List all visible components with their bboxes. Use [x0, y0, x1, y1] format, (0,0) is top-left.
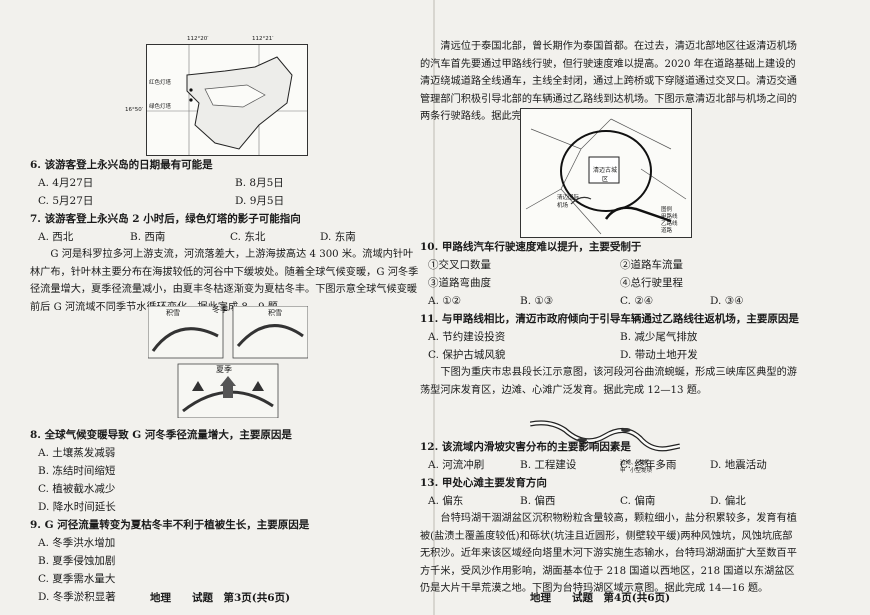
legend-route-jia: 甲路线 [661, 214, 678, 220]
island-map-figure: 112°20′ 112°21′ 16°50′ 红色灯塔 绿色灯塔 [125, 36, 308, 156]
q13-options: A. 偏东 B. 偏西 C. 偏南 D. 偏北 [420, 492, 800, 510]
lon-label-1: 112°20′ [187, 36, 209, 42]
q6-option-a[interactable]: A. 4月27日 [38, 177, 94, 189]
q8-option-a[interactable]: A. 土壤蒸发减弱 [38, 447, 116, 459]
q10-items-row-1: ①交叉口数量 ②道路车流量 [420, 256, 800, 274]
q10-items-row-2: ③道路弯曲度 ④总行驶里程 [420, 274, 800, 292]
left-page-footer: 地理 试题 第3页(共6页) [150, 592, 291, 604]
q11-row-2: C. 保护古城风貌 D. 带动土地开发 [420, 346, 800, 364]
lon-label-2: 112°21′ [252, 36, 274, 42]
q10-q11-block: 10. 甲路线汽车行驶速度难以提升，主要受制于 ①交叉口数量 ②道路车流量 ③道… [420, 238, 800, 399]
route-map-figure: 清迈古城区 清迈国际机场 图例 甲路线 乙路线 道路 [520, 108, 692, 238]
q10-item-4: ④总行驶里程 [620, 277, 683, 289]
passage-14-16: 台特玛湖干涸湖盆区沉积物粉粒含量较高，颗粒细小，盐分积累较多，发育有植被(盐渍土… [420, 513, 797, 594]
page-fold [433, 0, 435, 615]
q6-stem: 6. 该游客登上永兴岛的日期最有可能是 [30, 159, 213, 171]
lat-label: 16°50′ [125, 107, 143, 113]
river-figure: 边滩、心滩 甲 小型堤坝 [530, 418, 680, 476]
winter-label: 冬季 [212, 305, 228, 314]
island-outline [147, 45, 307, 155]
snow-label-right: 积雪 [268, 309, 282, 317]
q11-option-b[interactable]: B. 减少尾气排放 [620, 331, 698, 343]
q9-stem: 9. G 河径流量转变为夏枯冬丰不利于植被生长，主要原因是 [30, 519, 310, 531]
q8-stem: 8. 全球气候变暖导致 G 河冬季径流量增大，主要原因是 [30, 429, 292, 441]
q6-option-d[interactable]: D. 9月5日 [235, 195, 285, 207]
q8-q9-block: 8. 全球气候变暖导致 G 河冬季径流量增大，主要原因是 A. 土壤蒸发减弱 B… [30, 426, 422, 606]
green-lighthouse-label: 绿色灯塔 [149, 104, 172, 110]
water-cycle-diagram [148, 306, 308, 418]
river-legend-jia: 甲 [620, 468, 626, 474]
q10-option-c[interactable]: C. ②④ [620, 295, 654, 307]
q13-option-d[interactable]: D. 偏北 [710, 495, 746, 507]
snow-label-left: 积雪 [166, 309, 180, 317]
q13-option-a[interactable]: A. 偏东 [428, 495, 464, 507]
right-page-footer: 地理 试题 第4页(共6页) [530, 592, 671, 604]
route-map [525, 118, 687, 235]
q12-option-d[interactable]: D. 地震活动 [710, 459, 767, 471]
q12-option-b[interactable]: B. 工程建设 [520, 459, 577, 471]
q6-block: 6. 该游客登上永兴岛的日期最有可能是 A. 4月27日 B. 8月5日 C. … [30, 156, 422, 316]
q12-option-c[interactable]: C. 终年多雨 [620, 459, 677, 471]
q7-option-a[interactable]: A. 西北 [38, 231, 74, 243]
river-legend-bars: 边滩、心滩 [620, 460, 648, 466]
q12-options: A. 河流冲刷 B. 工程建设 C. 终年多雨 D. 地震活动 [420, 456, 800, 474]
q13-stem: 13. 甲处心滩主要发育方向 [420, 477, 547, 489]
water-cycle-figure: 积雪 冬季 积雪 夏季 [148, 305, 308, 418]
q11-option-a[interactable]: A. 节约建设投资 [428, 331, 506, 343]
river-meander [530, 420, 680, 452]
q10-item-1: ①交叉口数量 [428, 259, 491, 271]
q10-option-d[interactable]: D. ③④ [710, 295, 744, 307]
q10-stem: 10. 甲路线汽车行驶速度难以提升，主要受制于 [420, 241, 642, 253]
legend-road: 道路 [661, 228, 673, 234]
red-lighthouse-label: 红色灯塔 [149, 80, 172, 86]
q10-option-a[interactable]: A. ①② [428, 295, 462, 307]
q7-option-c[interactable]: C. 东北 [230, 231, 266, 243]
q11-stem: 11. 与甲路线相比，清迈市政府倾向于引导车辆通过乙路线往返机场，主要原因是 [420, 313, 799, 325]
q10-item-3: ③道路弯曲度 [428, 277, 491, 289]
q7-options: A. 西北 B. 西南 C. 东北 D. 东南 [30, 228, 422, 246]
q12-q16-block: 12. 该流域内滑坡灾害分布的主要影响因素是 A. 河流冲刷 B. 工程建设 C… [420, 438, 800, 598]
q7-stem: 7. 该游客登上永兴岛 2 小时后，绿色灯塔的影子可能指向 [30, 213, 301, 225]
q12-option-a[interactable]: A. 河流冲刷 [428, 459, 485, 471]
q7-option-b[interactable]: B. 西南 [130, 231, 166, 243]
q6-option-c[interactable]: C. 5月27日 [38, 195, 94, 207]
q12-stem: 12. 该流域内滑坡灾害分布的主要影响因素是 [420, 441, 631, 453]
q13-option-c[interactable]: C. 偏南 [620, 495, 656, 507]
airport-label: 清迈国际机场 [557, 195, 580, 209]
q11-option-c[interactable]: C. 保护古城风貌 [428, 349, 506, 361]
q6-row-1: A. 4月27日 B. 8月5日 [30, 174, 422, 192]
q11-option-d[interactable]: D. 带动土地开发 [620, 349, 698, 361]
q9-options: A. 冬季洪水增加 B. 夏季侵蚀加剧 C. 夏季需水量大 D. 冬季淤积显著 [30, 534, 422, 606]
passage-12-13: 下图为重庆市忠县段长江示意图，该河段河谷曲流蜿蜒，形成三峡库区典型的游荡型河床发… [420, 367, 797, 396]
legend-title: 图例 [661, 207, 673, 213]
q9-option-a[interactable]: A. 冬季洪水增加 [38, 537, 116, 549]
q8-option-d[interactable]: D. 降水时间延长 [38, 501, 116, 513]
q10-options: A. ①② B. ①③ C. ②④ D. ③④ [420, 292, 800, 310]
q8-option-c[interactable]: C. 植被截水减少 [38, 483, 116, 495]
q9-option-b[interactable]: B. 夏季侵蚀加剧 [38, 555, 116, 567]
q9-option-d[interactable]: D. 冬季淤积显著 [38, 591, 116, 603]
q11-row-1: A. 节约建设投资 B. 减少尾气排放 [420, 328, 800, 346]
q6-row-2: C. 5月27日 D. 9月5日 [30, 192, 422, 210]
q10-item-2: ②道路车流量 [620, 259, 683, 271]
legend-route-yi: 乙路线 [661, 221, 678, 227]
passage-10-11: 清远位于泰国北部，曾长期作为泰国首都。在过去，清迈北部地区往返清迈机场的汽车首先… [420, 41, 797, 122]
q13-option-b[interactable]: B. 偏西 [520, 495, 556, 507]
q7-option-d[interactable]: D. 东南 [320, 231, 356, 243]
river-legend-dams: 小型堤坝 [630, 468, 653, 474]
q8-option-b[interactable]: B. 冻结时间缩短 [38, 465, 116, 477]
summer-label: 夏季 [216, 365, 232, 374]
q8-options: A. 土壤蒸发减弱 B. 冻结时间缩短 C. 植被截水减少 D. 降水时间延长 [30, 444, 422, 516]
right-page: 清远位于泰国北部，曾长期作为泰国首都。在过去，清迈北部地区往返清迈机场的汽车首先… [420, 38, 800, 608]
q6-option-b[interactable]: B. 8月5日 [235, 177, 284, 189]
old-city-label: 清迈古城区 [592, 167, 617, 183]
left-page: 112°20′ 112°21′ 16°50′ 红色灯塔 绿色灯塔 6. 该游客登… [30, 6, 422, 606]
q10-option-b[interactable]: B. ①③ [520, 295, 554, 307]
q9-option-c[interactable]: C. 夏季需水量大 [38, 573, 116, 585]
